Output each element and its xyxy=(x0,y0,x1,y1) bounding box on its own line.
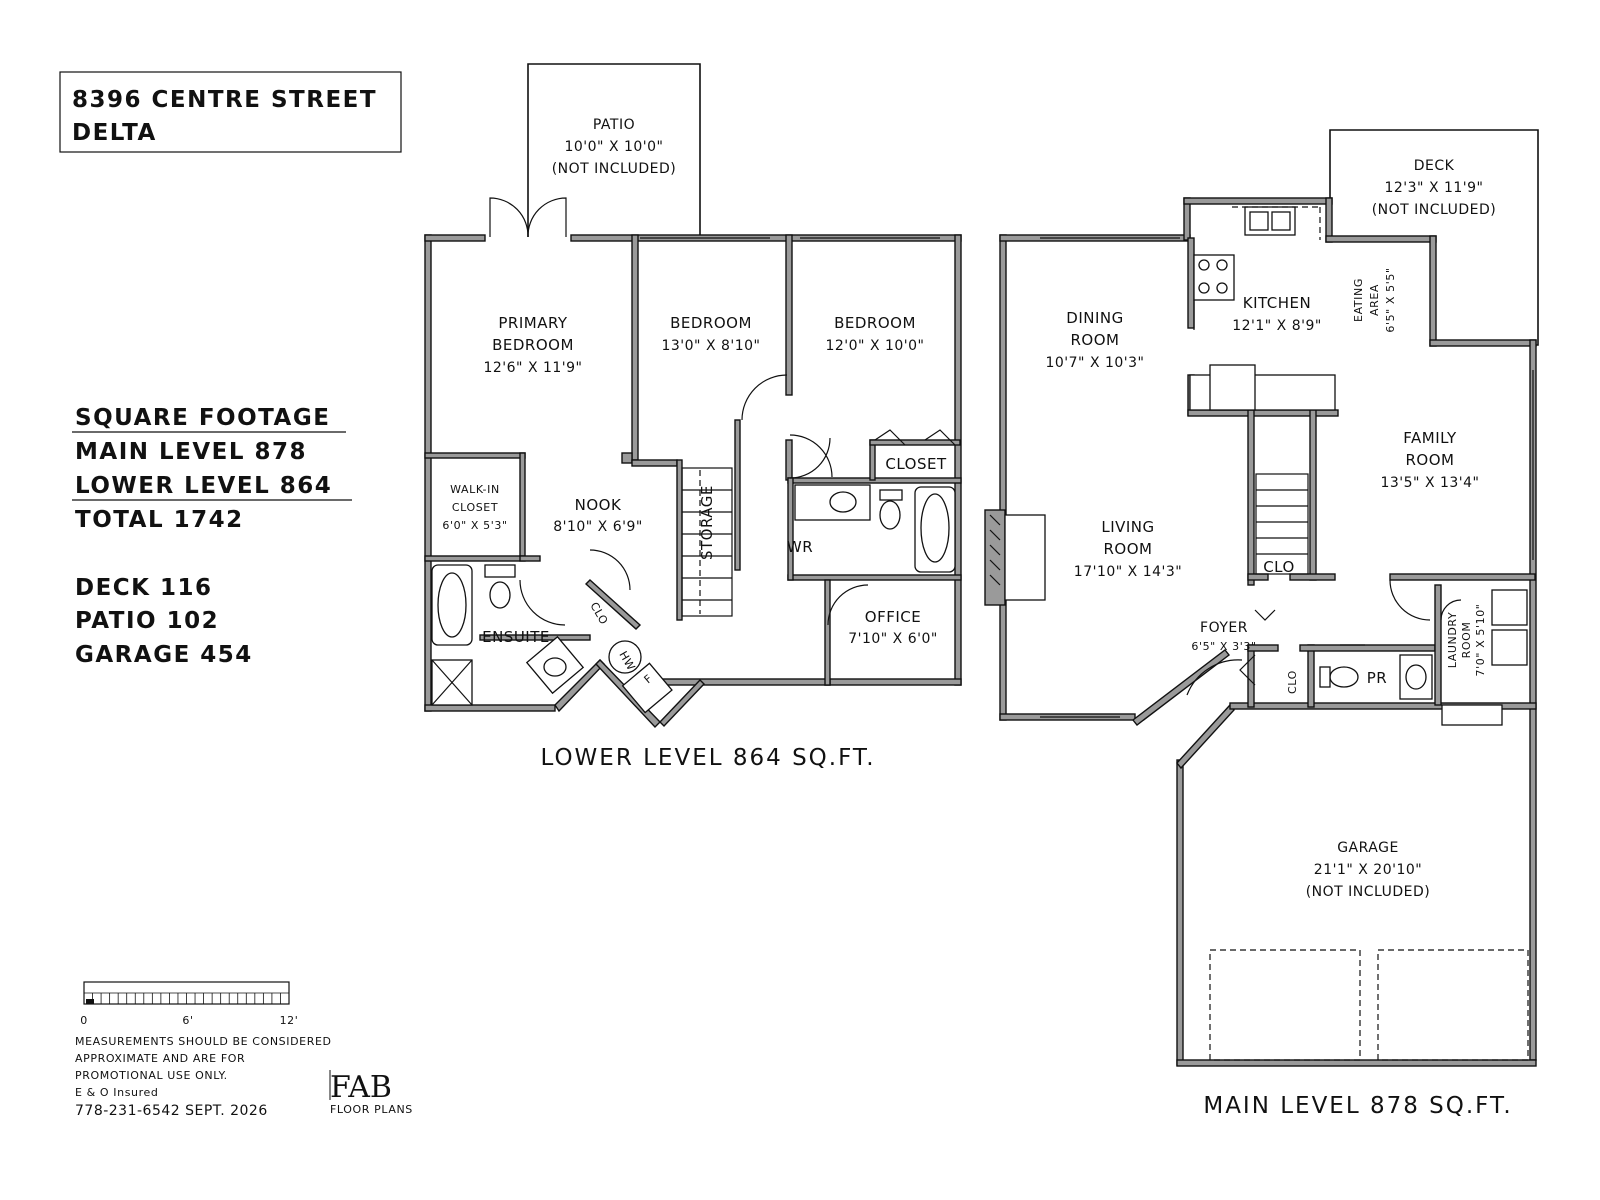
patio-outline xyxy=(527,63,701,237)
garage-note: (NOT INCLUDED) xyxy=(1306,884,1431,900)
deck-dim: 12'3" X 11'9" xyxy=(1384,180,1483,196)
closet-label: CLOSET xyxy=(885,455,947,473)
dining-dim: 10'7" X 10'3" xyxy=(1045,355,1144,371)
scale-bar: 0 6' 12' xyxy=(80,981,299,1027)
eating-name-2: AREA xyxy=(1368,284,1381,316)
disclaimer-line-1: MEASUREMENTS SHOULD BE CONSIDERED xyxy=(75,1035,332,1048)
primary-bedroom-dim: 12'6" X 11'9" xyxy=(483,360,582,376)
wr-label: WR xyxy=(787,538,813,556)
patio-note: (NOT INCLUDED) xyxy=(552,161,677,177)
scale-label-0: 0 xyxy=(80,1014,88,1027)
main-clo-label: CLO xyxy=(1263,558,1295,576)
dining-name-1: DINING xyxy=(1066,309,1123,327)
sqft-total: TOTAL 1742 xyxy=(75,507,244,533)
logo-text: FLOOR PLANS xyxy=(330,1103,413,1116)
family-name-1: FAMILY xyxy=(1403,429,1457,447)
laundry-dim: 7'0" X 5'10" xyxy=(1474,604,1487,677)
kitchen-dim: 12'1" X 8'9" xyxy=(1232,318,1322,334)
nook-name: NOOK xyxy=(575,496,622,514)
patio-name: PATIO xyxy=(593,117,635,133)
bedroom-2-dim: 12'0" X 10'0" xyxy=(825,338,924,354)
address-box: 8396 CENTRE STREET DELTA xyxy=(59,71,402,153)
walkin-name-1: WALK-IN xyxy=(450,483,500,496)
bedroom-1-name: BEDROOM xyxy=(670,314,752,332)
family-dim: 13'5" X 13'4" xyxy=(1380,475,1479,491)
main-level-plan xyxy=(984,129,1539,1067)
sqft-patio: PATIO 102 xyxy=(75,608,219,634)
walkin-dim: 6'0" X 5'3" xyxy=(442,519,507,532)
nook-dim: 8'10" X 6'9" xyxy=(553,519,643,535)
square-footage-summary: SQUARE FOOTAGE MAIN LEVEL 878 LOWER LEVE… xyxy=(72,405,352,668)
living-dim: 17'10" X 14'3" xyxy=(1074,564,1182,580)
living-name-1: LIVING xyxy=(1101,518,1154,536)
patio-dim: 10'0" X 10'0" xyxy=(564,139,663,155)
main-level-labels: DECK 12'3" X 11'9" (NOT INCLUDED) DINING… xyxy=(1045,158,1512,1119)
family-name-2: ROOM xyxy=(1406,451,1455,469)
sqft-garage: GARAGE 454 xyxy=(75,642,253,668)
office-name: OFFICE xyxy=(865,608,921,626)
pr-label: PR xyxy=(1367,669,1387,687)
foyer-dim: 6'5" X 3'3" xyxy=(1191,640,1256,653)
disclaimer-line-3: PROMOTIONAL USE ONLY. xyxy=(75,1069,228,1082)
office-dim: 7'10" X 6'0" xyxy=(848,631,938,647)
lower-level-plan xyxy=(424,63,962,729)
lower-clo-label: CLO xyxy=(587,600,610,627)
main-level-title: MAIN LEVEL 878 SQ.FT. xyxy=(1203,1093,1512,1119)
garage-name: GARAGE xyxy=(1337,840,1399,856)
storage-label: STORAGE xyxy=(698,485,716,560)
living-name-2: ROOM xyxy=(1104,540,1153,558)
deck-name: DECK xyxy=(1414,158,1455,174)
lower-level-title: LOWER LEVEL 864 SQ.FT. xyxy=(540,745,875,771)
laundry-name-2: ROOM xyxy=(1460,622,1473,659)
foyer-clo-label: CLO xyxy=(1286,670,1299,694)
address-line-1: 8396 CENTRE STREET xyxy=(72,87,377,113)
lower-level-labels: PATIO 10'0" X 10'0" (NOT INCLUDED) PRIMA… xyxy=(442,117,947,771)
bedroom-1-dim: 13'0" X 8'10" xyxy=(661,338,760,354)
primary-bedroom-name-1: PRIMARY xyxy=(498,314,568,332)
disclaimer: MEASUREMENTS SHOULD BE CONSIDERED APPROX… xyxy=(75,1035,332,1119)
walkin-name-2: CLOSET xyxy=(452,501,498,514)
kitchen-name: KITCHEN xyxy=(1243,294,1312,312)
garage-dim: 21'1" X 20'10" xyxy=(1314,862,1422,878)
eating-dim: 6'5" X 5'5" xyxy=(1384,267,1397,332)
disclaimer-line-2: APPROXIMATE AND ARE FOR xyxy=(75,1052,245,1065)
disclaimer-line-4: E & O Insured xyxy=(75,1086,158,1099)
primary-bedroom-name-2: BEDROOM xyxy=(492,336,574,354)
sqft-heading: SQUARE FOOTAGE xyxy=(75,405,330,431)
address-line-2: DELTA xyxy=(72,120,157,146)
disclaimer-line-5: 778-231-6542 SEPT. 2026 xyxy=(75,1103,268,1119)
logo-mark: FAB xyxy=(330,1070,392,1105)
sqft-deck: DECK 116 xyxy=(75,575,213,601)
foyer-name: FOYER xyxy=(1200,620,1248,636)
sqft-main: MAIN LEVEL 878 xyxy=(75,439,307,465)
laundry-name-1: LAUNDRY xyxy=(1446,612,1459,669)
bedroom-2-name: BEDROOM xyxy=(834,314,916,332)
scale-label-12: 12' xyxy=(280,1014,299,1027)
fab-logo: FAB FLOOR PLANS xyxy=(329,1070,413,1116)
ensuite-label: ENSUITE xyxy=(482,628,550,646)
eating-name-1: EATING xyxy=(1352,278,1365,322)
sqft-lower: LOWER LEVEL 864 xyxy=(75,473,332,499)
scale-label-6: 6' xyxy=(182,1014,193,1027)
deck-note: (NOT INCLUDED) xyxy=(1372,202,1497,218)
dining-name-2: ROOM xyxy=(1071,331,1120,349)
